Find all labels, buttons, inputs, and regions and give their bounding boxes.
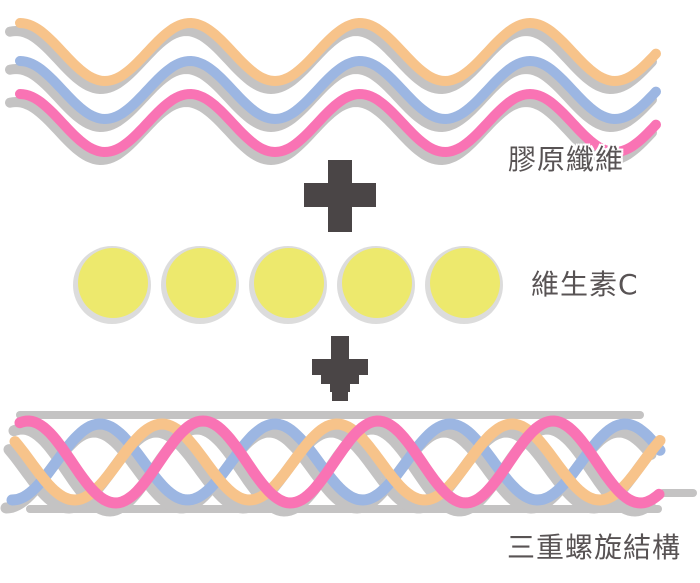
collagen-fiber-pink — [15, 88, 661, 158]
triple-helix-graphic — [0, 411, 697, 517]
vitamin-c-circle — [78, 248, 148, 318]
collagen-fibers-label: 膠原纖維 — [508, 143, 625, 176]
triple-helix-label: 三重螺旋結構 — [507, 531, 682, 564]
vitamin-c-circle — [166, 248, 236, 318]
collagen-fibers-graphic — [5, 17, 661, 166]
down-arrow-shape — [312, 336, 368, 401]
plus-icon — [304, 160, 376, 232]
helix-strand-orange — [9, 418, 666, 506]
collagen-fiber-orange — [15, 17, 661, 87]
plus-icon-horizontal-bar — [304, 183, 376, 207]
vitamin-c-circle — [342, 248, 412, 318]
vitamin-c-circle — [254, 248, 324, 318]
helix-strand-blue — [6, 418, 666, 506]
vitamin-c-circle — [430, 248, 500, 318]
helix-strand-pink — [14, 415, 665, 509]
vitamin-c-label: 維生素C — [531, 268, 639, 301]
vitamin-c-circles — [73, 246, 503, 324]
collagen-fiber-blue — [15, 55, 661, 125]
down-arrow-icon — [312, 336, 368, 401]
